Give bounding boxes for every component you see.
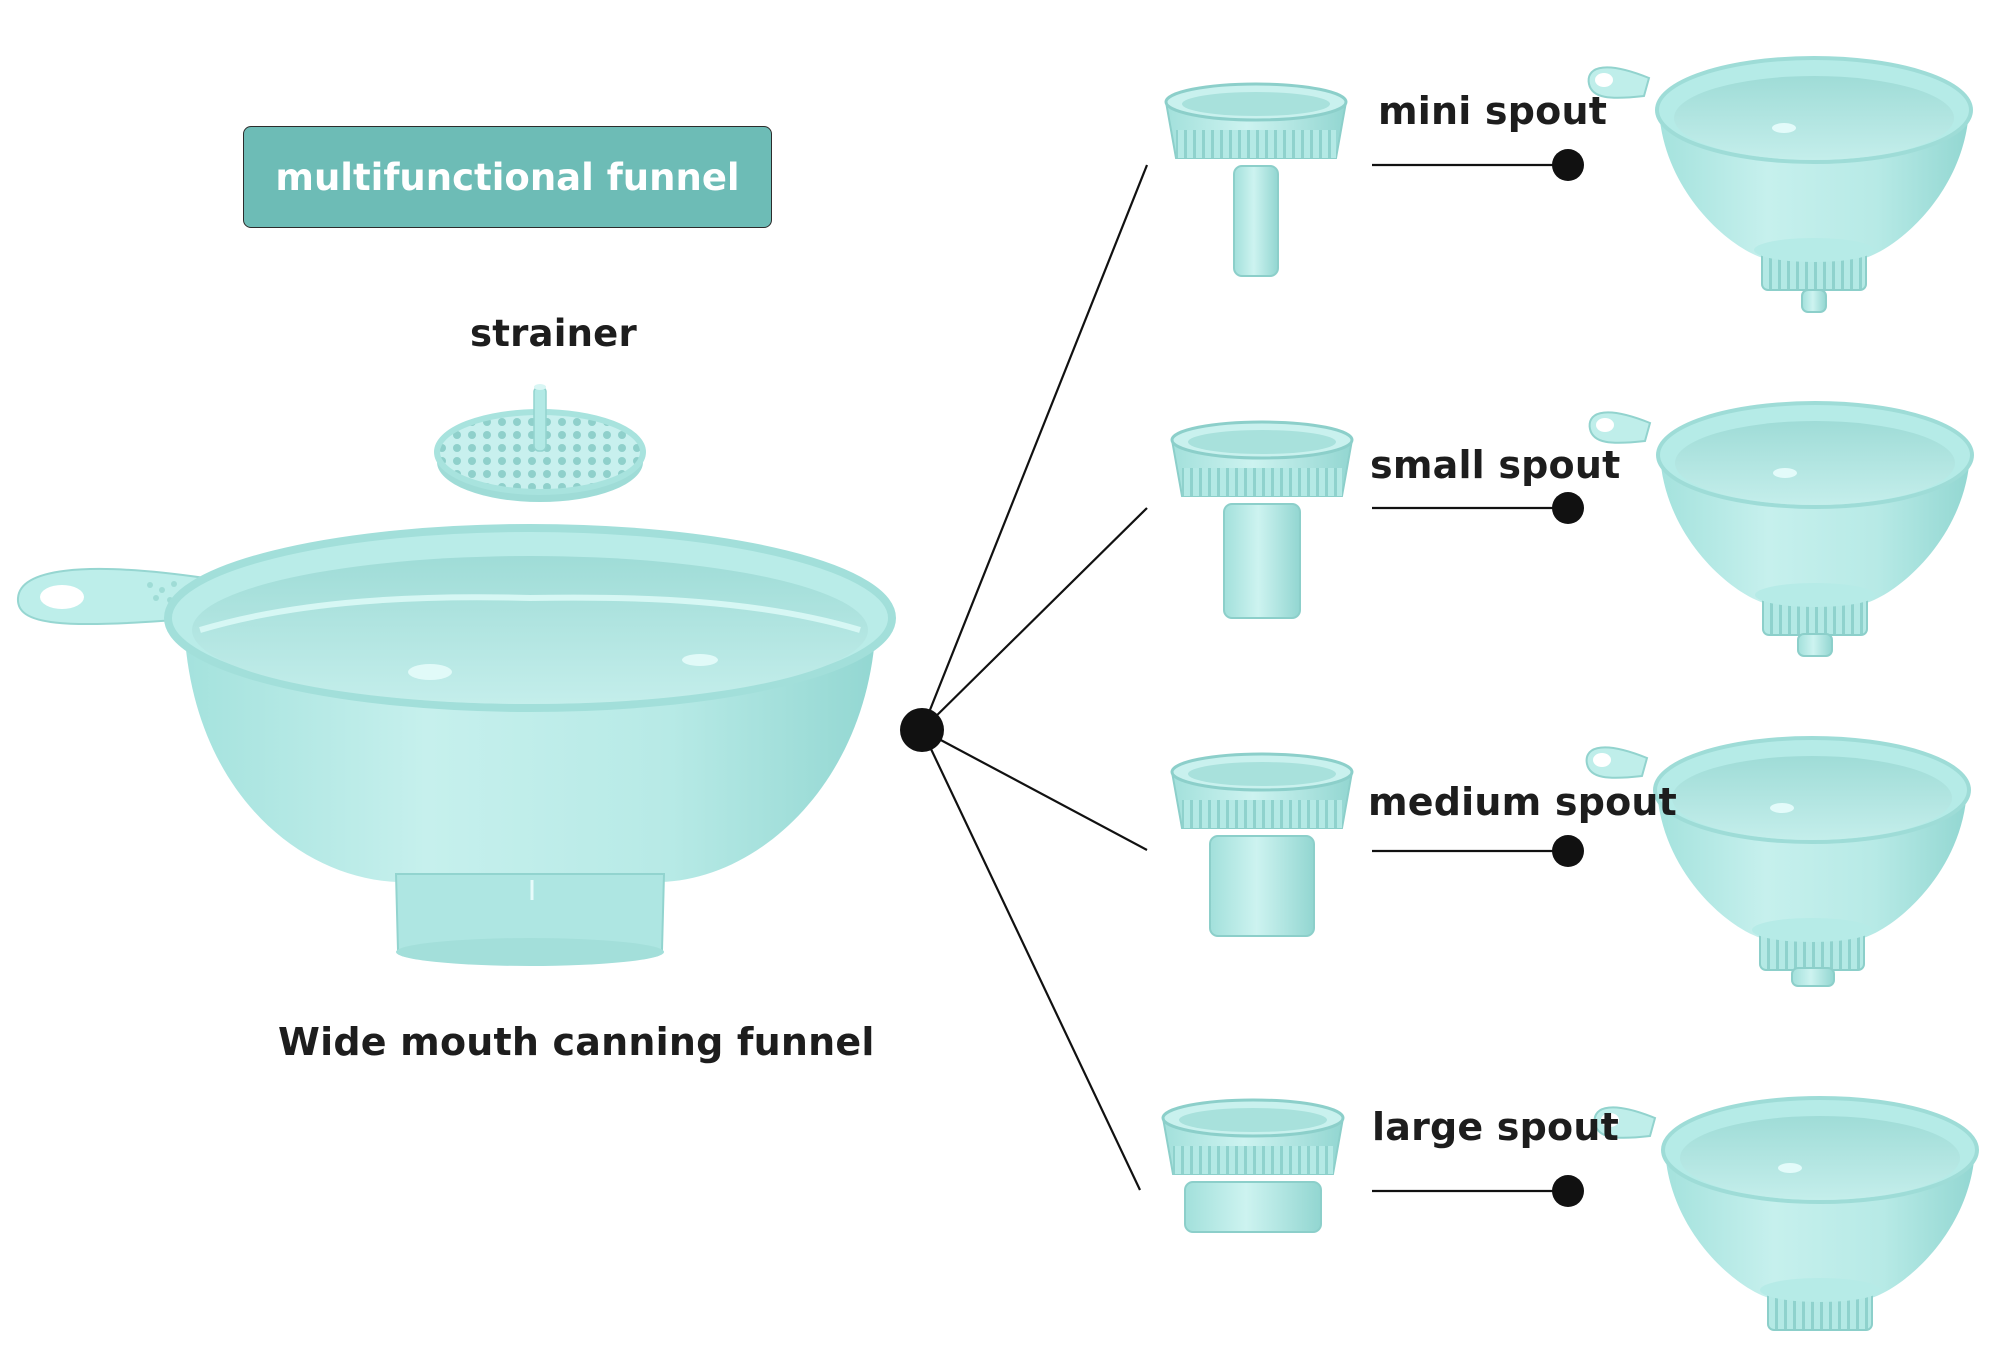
title-badge: multifunctional funnel xyxy=(243,126,772,228)
connector-lines xyxy=(920,163,1568,1193)
assembled-funnel-small-icon xyxy=(1587,401,1974,657)
assembled-funnel-mini-icon xyxy=(1586,56,1973,313)
small-spout-part-icon xyxy=(1170,420,1354,619)
bullet-dot-icon xyxy=(1552,1175,1584,1207)
strainer-icon xyxy=(434,384,646,502)
spout-label-small: small spout xyxy=(1370,443,1621,487)
bullet-dot-icon xyxy=(1552,835,1584,867)
assembled-funnel-medium-icon xyxy=(1584,736,1971,987)
large-spout-part-icon xyxy=(1161,1098,1345,1233)
strainer-label: strainer xyxy=(470,312,637,355)
medium-spout-part-icon xyxy=(1170,752,1354,937)
main-funnel-label: Wide mouth canning funnel xyxy=(278,1020,875,1064)
bullet-dot-icon xyxy=(1552,149,1584,181)
hub-dot-icon xyxy=(900,708,944,752)
mini-spout-part-icon xyxy=(1164,82,1348,277)
spout-label-medium: medium spout xyxy=(1368,780,1678,824)
spout-label-mini: mini spout xyxy=(1378,89,1608,133)
bullet-dot-icon xyxy=(1552,492,1584,524)
assembled-funnel-large-icon xyxy=(1592,1096,1979,1332)
title-text: multifunctional funnel xyxy=(275,155,740,199)
spout-label-large: large spout xyxy=(1372,1105,1619,1149)
wide-mouth-funnel-icon xyxy=(16,524,896,966)
